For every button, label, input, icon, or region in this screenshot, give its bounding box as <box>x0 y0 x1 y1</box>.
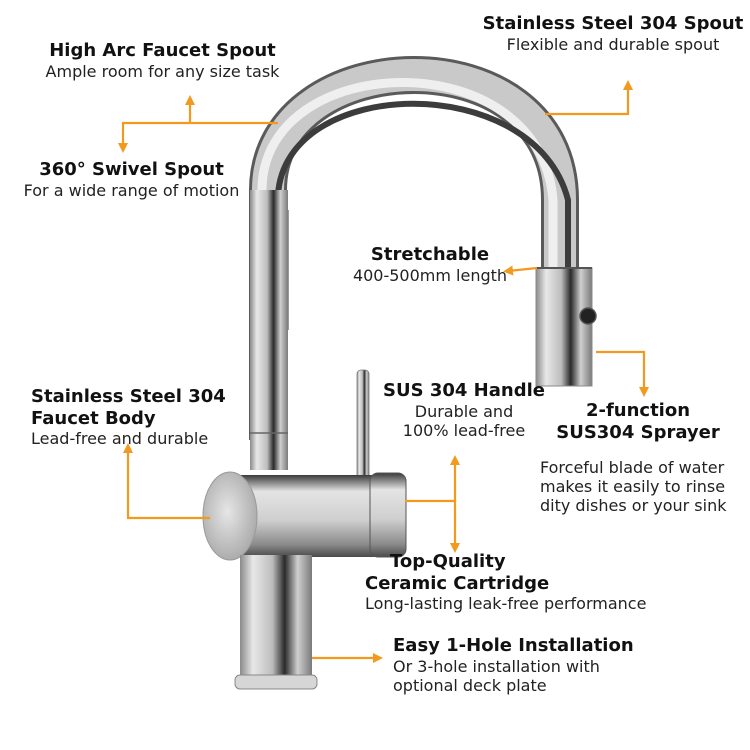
callout-arrows <box>118 80 649 663</box>
callout-desc: Lead-free and durable <box>31 429 209 449</box>
callout-title: Stainless Steel 304 Spout <box>482 13 744 34</box>
callout-faucet-body: Stainless Steel 304 Faucet Body Lead-fre… <box>31 386 226 448</box>
gooseneck-spout <box>249 56 579 440</box>
handle-lever <box>356 369 370 483</box>
callout-desc: For a wide range of motion <box>23 180 240 200</box>
callout-stretchable: Stretchable 400-500mm length <box>340 244 520 285</box>
callout-high-arc: High Arc Faucet Spout Ample room for any… <box>30 40 295 81</box>
callout-title: 360° Swivel Spout <box>39 159 224 180</box>
callout-title: High Arc Faucet Spout <box>49 40 276 61</box>
callout-title: Easy 1-Hole Installation <box>393 635 634 656</box>
callout-title: Stretchable <box>370 244 490 265</box>
callout-desc-line-1: Durable and <box>414 401 514 421</box>
callout-title-line-1: 2-function <box>585 400 691 421</box>
callout-installation: Easy 1-Hole Installation Or 3-hole insta… <box>393 635 634 695</box>
callout-title-line-2: Faucet Body <box>31 407 156 429</box>
callout-desc-line-2: optional deck plate <box>393 675 547 695</box>
faucet-base <box>234 555 318 690</box>
callout-sprayer-title: 2-function SUS304 Sprayer <box>548 400 728 443</box>
callout-title-line-1: Top-Quality <box>390 551 506 572</box>
callout-desc: Flexible and durable spout <box>506 34 720 54</box>
callout-title-line-2: Ceramic Cartridge <box>365 572 550 594</box>
callout-desc-line-3: dity dishes or your sink <box>540 496 727 516</box>
faucet-body <box>202 471 407 561</box>
callout-sprayer-desc: Forceful blade of water makes it easily … <box>540 458 726 516</box>
sprayer-head <box>535 267 597 387</box>
callout-handle: SUS 304 Handle Durable and 100% lead-fre… <box>378 380 550 440</box>
callout-desc: 400-500mm length <box>352 265 508 285</box>
callout-swivel: 360° Swivel Spout For a wide range of mo… <box>4 159 259 200</box>
callout-desc-line-1: Forceful blade of water <box>540 458 725 477</box>
callout-desc-line-1: Or 3-hole installation with <box>393 656 600 676</box>
spout-column <box>250 190 288 470</box>
callout-desc: Long-lasting leak-free performance <box>365 594 647 614</box>
callout-desc: Ample room for any size task <box>45 61 280 81</box>
callout-desc-line-2: makes it easily to rinse <box>540 477 726 497</box>
callout-ss-spout: Stainless Steel 304 Spout Flexible and d… <box>478 13 748 54</box>
callout-title-line-1: Stainless Steel 304 <box>31 386 226 407</box>
callout-title-line-2: SUS304 Sprayer <box>556 421 720 443</box>
callout-title: SUS 304 Handle <box>383 380 545 401</box>
callout-desc-line-2: 100% lead-free <box>402 420 526 440</box>
callout-cartridge: Top-Quality Ceramic Cartridge Long-lasti… <box>365 551 646 613</box>
